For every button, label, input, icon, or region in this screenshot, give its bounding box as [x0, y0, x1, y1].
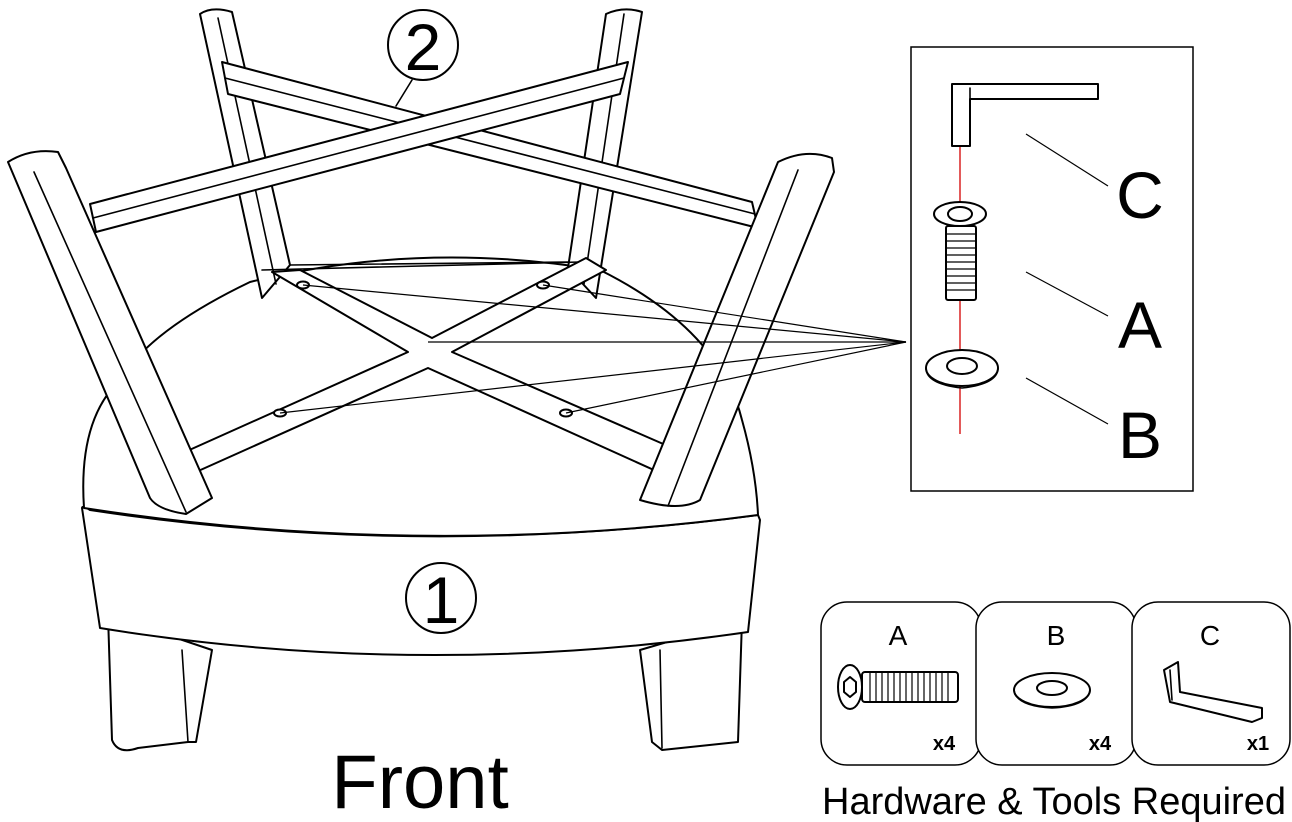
chair-illustration	[7, 8, 907, 752]
detail-label-b: B	[1118, 398, 1162, 472]
detail-label-c: C	[1116, 158, 1164, 232]
callout-base: 2	[387, 9, 459, 107]
hardware-card-c: C x1	[1131, 601, 1291, 766]
stretcher-left-to-right	[221, 61, 759, 229]
back-leg-left	[199, 8, 291, 299]
hardware-qty-b: x4	[1089, 733, 1112, 755]
hardware-qty-c: x1	[1247, 733, 1269, 755]
detail-label-a: A	[1118, 288, 1162, 362]
bolt-icon	[933, 201, 987, 301]
hardware-title: Hardware & Tools Required	[822, 781, 1286, 822]
hardware-card-a: A x4	[820, 601, 982, 766]
front-caption: Front	[331, 740, 508, 822]
hardware-letter-c: C	[1200, 620, 1220, 651]
callout-base-number: 2	[405, 10, 442, 84]
hardware-letter-b: B	[1047, 620, 1066, 651]
washer-icon	[1013, 672, 1091, 709]
leader-lines	[279, 284, 907, 414]
back-leg-right	[567, 8, 643, 299]
stretcher-right-to-left	[89, 61, 629, 233]
callout-seat-number: 1	[423, 563, 460, 637]
hardware-letter-a: A	[889, 620, 908, 651]
hardware-qty-a: x4	[933, 733, 956, 755]
bolt-icon	[837, 664, 959, 710]
allen-key-icon	[1163, 661, 1263, 723]
detail-box: C A B	[910, 46, 1194, 492]
upper-leg-left	[7, 150, 213, 515]
callout-seat: 1	[405, 562, 477, 637]
hardware-card-b: B x4	[975, 601, 1137, 766]
washer-icon	[925, 349, 999, 389]
upper-leg-right	[639, 152, 835, 507]
hardware-panel: A x4 B	[820, 601, 1291, 766]
